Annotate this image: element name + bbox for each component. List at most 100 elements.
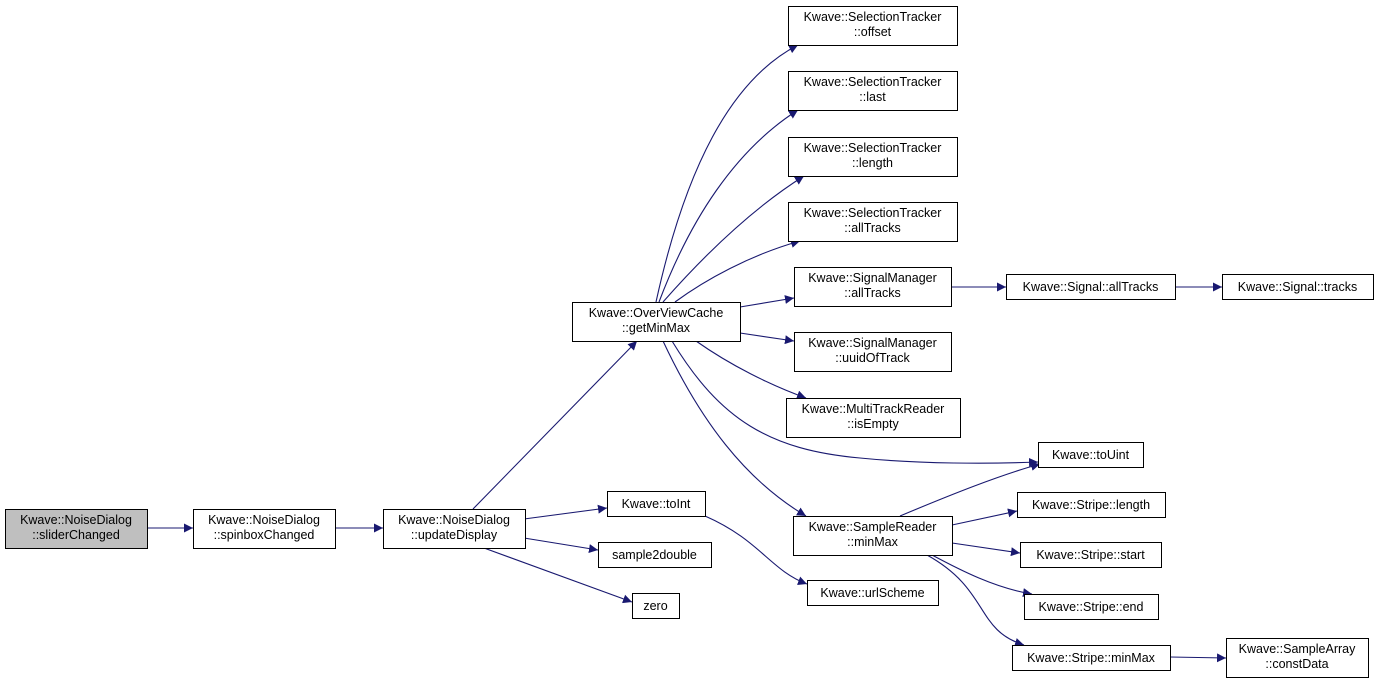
node-box <box>572 302 741 342</box>
edge-n3-to-n10 <box>695 340 807 400</box>
node-n21[interactable]: Kwave::Stripe::end <box>1024 594 1159 620</box>
node-box <box>632 593 680 619</box>
edge-n3-to-n4 <box>655 44 799 303</box>
node-label: ::updateDisplay <box>411 528 498 542</box>
node-n1[interactable]: Kwave::NoiseDialog::spinboxChanged <box>193 509 336 549</box>
node-n15[interactable]: Kwave::toInt <box>607 491 706 517</box>
edge-n3-to-n5 <box>658 109 799 303</box>
node-label: Kwave::SelectionTracker <box>804 141 942 155</box>
node-n3[interactable]: Kwave::OverViewCache::getMinMax <box>572 302 741 342</box>
node-label: ::sliderChanged <box>32 528 120 542</box>
node-n0[interactable]: Kwave::NoiseDialog::sliderChanged <box>5 509 148 549</box>
node-box <box>598 542 712 568</box>
node-label: Kwave::NoiseDialog <box>208 513 320 527</box>
node-n14[interactable]: Kwave::Signal::tracks <box>1222 274 1374 300</box>
node-n19[interactable]: Kwave::Stripe::length <box>1017 492 1166 518</box>
node-box <box>1012 645 1171 671</box>
edge-n3-to-n9 <box>739 332 795 345</box>
edge-n12-to-n19 <box>951 508 1018 526</box>
node-box <box>1222 274 1374 300</box>
node-n23[interactable]: Kwave::SampleArray::constData <box>1226 638 1369 678</box>
node-box <box>607 491 706 517</box>
node-label: Kwave::MultiTrackReader <box>802 402 945 416</box>
node-box <box>788 71 958 111</box>
node-box <box>5 509 148 549</box>
edge-n2-to-n3 <box>472 340 638 510</box>
node-box <box>1024 594 1159 620</box>
edge-n3-to-n12 <box>662 340 807 517</box>
node-n22[interactable]: Kwave::Stripe::minMax <box>1012 645 1171 671</box>
node-label: Kwave::toUint <box>1052 448 1130 462</box>
node-box <box>788 137 958 177</box>
node-label: Kwave::SelectionTracker <box>804 206 942 220</box>
edge-n2-to-n15 <box>523 504 608 520</box>
node-n6[interactable]: Kwave::SelectionTracker::length <box>788 137 958 177</box>
edge-n3-to-n8 <box>739 295 795 308</box>
edge-n3-to-n6 <box>662 175 805 303</box>
node-label: Kwave::Signal::allTracks <box>1023 280 1159 294</box>
node-label: ::allTracks <box>844 221 901 235</box>
node-label: Kwave::toInt <box>622 497 691 511</box>
edge-n2-to-n17 <box>483 547 633 604</box>
node-label: ::allTracks <box>844 286 901 300</box>
node-label: zero <box>643 599 667 613</box>
node-box <box>807 580 939 606</box>
node-n4[interactable]: Kwave::SelectionTracker::offset <box>788 6 958 46</box>
node-n18[interactable]: Kwave::urlScheme <box>807 580 939 606</box>
node-label: ::minMax <box>847 535 898 549</box>
node-label: ::getMinMax <box>622 321 691 335</box>
node-n20[interactable]: Kwave::Stripe::start <box>1020 542 1162 568</box>
node-label: Kwave::OverViewCache <box>589 306 724 320</box>
node-n9[interactable]: Kwave::SignalManager::uuidOfTrack <box>794 332 952 372</box>
node-label: Kwave::SelectionTracker <box>804 10 942 24</box>
node-label: Kwave::NoiseDialog <box>398 513 510 527</box>
node-label: Kwave::SampleArray <box>1239 642 1356 656</box>
node-n8[interactable]: Kwave::SignalManager::allTracks <box>794 267 952 307</box>
edge-layer <box>147 44 1227 663</box>
edge-n2-to-n16 <box>523 537 599 554</box>
node-label: Kwave::NoiseDialog <box>20 513 132 527</box>
node-label: Kwave::Signal::tracks <box>1238 280 1358 294</box>
node-label: sample2double <box>612 548 697 562</box>
node-label: Kwave::SignalManager <box>808 336 937 350</box>
node-n11[interactable]: Kwave::toUint <box>1038 442 1144 468</box>
node-label: Kwave::Stripe::end <box>1039 600 1144 614</box>
node-box <box>1226 638 1369 678</box>
node-n13[interactable]: Kwave::Signal::allTracks <box>1006 274 1176 300</box>
node-label: Kwave::Stripe::length <box>1032 498 1150 512</box>
node-label: ::isEmpty <box>847 417 899 431</box>
node-label: ::uuidOfTrack <box>835 351 910 365</box>
node-label: ::spinboxChanged <box>214 528 315 542</box>
node-label: ::last <box>859 90 886 104</box>
node-box <box>788 202 958 242</box>
node-box <box>1006 274 1176 300</box>
node-label: Kwave::SampleReader <box>809 520 937 534</box>
node-layer: Kwave::NoiseDialog::sliderChangedKwave::… <box>5 6 1374 678</box>
node-box <box>793 516 953 556</box>
node-box <box>794 267 952 307</box>
node-box <box>786 398 961 438</box>
node-n7[interactable]: Kwave::SelectionTracker::allTracks <box>788 202 958 242</box>
node-label: ::length <box>852 156 893 170</box>
edge-n12-to-n21 <box>931 554 1033 597</box>
node-label: ::constData <box>1265 657 1328 671</box>
node-label: Kwave::Stripe::start <box>1036 548 1145 562</box>
edge-n12-to-n22 <box>926 554 1025 647</box>
node-label: Kwave::SelectionTracker <box>804 75 942 89</box>
node-n16[interactable]: sample2double <box>598 542 712 568</box>
node-n10[interactable]: Kwave::MultiTrackReader::isEmpty <box>786 398 961 438</box>
node-n12[interactable]: Kwave::SampleReader::minMax <box>793 516 953 556</box>
edge-n12-to-n20 <box>951 542 1021 557</box>
edge-n3-to-n7 <box>674 239 801 303</box>
node-box <box>1020 542 1162 568</box>
node-box <box>383 509 526 549</box>
edge-n22-to-n23 <box>1169 653 1227 663</box>
node-box <box>788 6 958 46</box>
node-n17[interactable]: zero <box>632 593 680 619</box>
node-n5[interactable]: Kwave::SelectionTracker::last <box>788 71 958 111</box>
node-box <box>1038 442 1144 468</box>
node-box <box>1017 492 1166 518</box>
node-label: Kwave::Stripe::minMax <box>1027 651 1156 665</box>
node-n2[interactable]: Kwave::NoiseDialog::updateDisplay <box>383 509 526 549</box>
